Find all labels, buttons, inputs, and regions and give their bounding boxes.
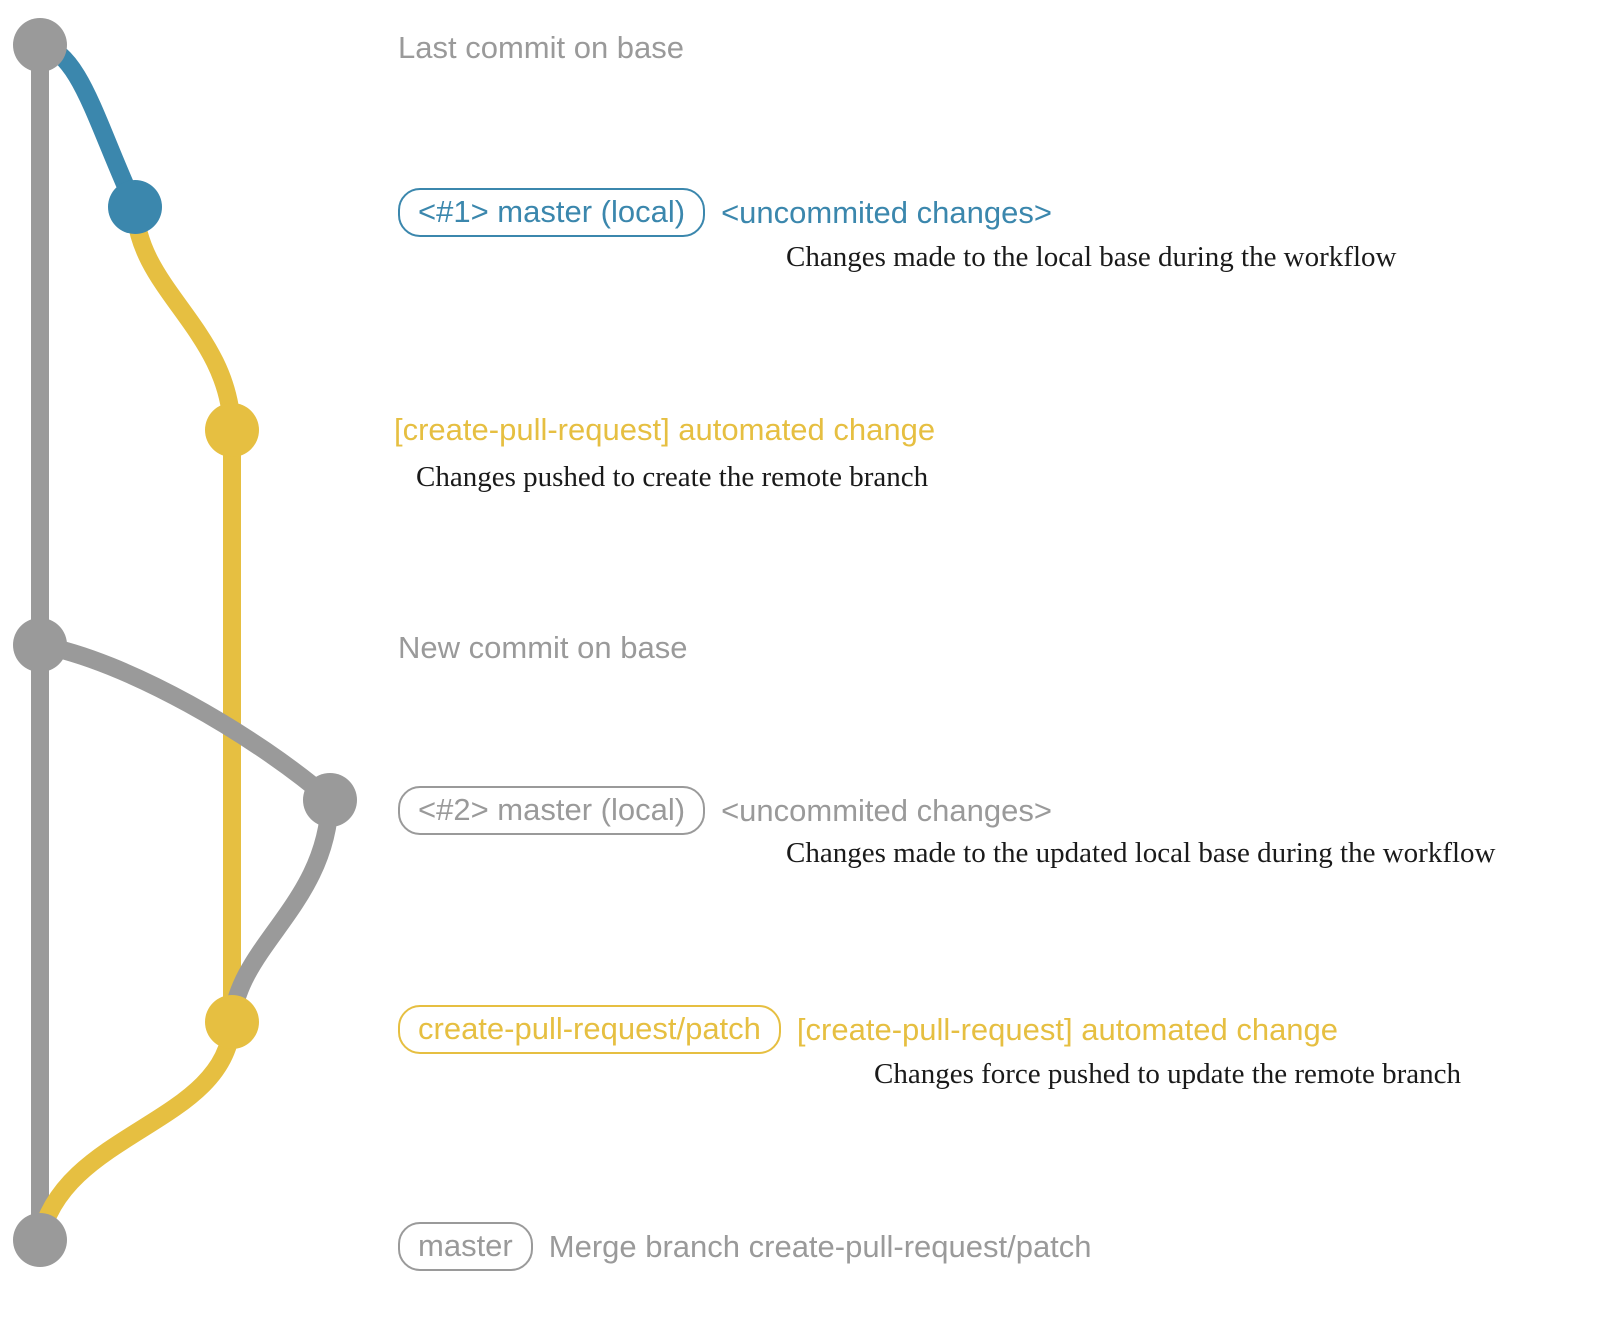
annotation-last-commit-on-base: Last commit on base xyxy=(398,32,684,63)
annotation-automated-change-1: [create-pull-request] automated change xyxy=(394,414,935,445)
headline-new-commit-on-base: New commit on base xyxy=(398,630,688,665)
annotation-master-merge: master Merge branch create-pull-request/… xyxy=(398,1222,1092,1271)
annotation-master-local-2: <#2> master (local) <uncommited changes> xyxy=(398,786,1052,835)
git-graph-svg xyxy=(13,18,357,1267)
note-automated-change-1: Changes pushed to create the remote bran… xyxy=(416,461,929,493)
commit-node-master-local-2[interactable] xyxy=(303,773,357,827)
headline-master-merge: Merge branch create-pull-request/patch xyxy=(548,1229,1092,1264)
headline-create-pull-request-patch: [create-pull-request] automated change xyxy=(796,1012,1339,1047)
edge-patch2-to-merge xyxy=(31,1013,241,1249)
headline-master-local-1: <uncommited changes> xyxy=(721,195,1052,230)
commit-node-new-commit-on-base[interactable] xyxy=(13,618,67,672)
commit-node-create-pull-request-patch[interactable] xyxy=(205,995,259,1049)
annotation-create-pull-request-patch: create-pull-request/patch [create-pull-r… xyxy=(398,1005,1338,1054)
commit-nodes xyxy=(13,18,357,1267)
annotation-new-commit-on-base: New commit on base xyxy=(398,632,687,663)
commit-node-master-merge[interactable] xyxy=(13,1213,67,1267)
badge-master-local-2[interactable]: <#2> master (local) xyxy=(398,786,706,835)
headline-master-local-2: <uncommited changes> xyxy=(721,793,1052,828)
badge-create-pull-request-patch[interactable]: create-pull-request/patch xyxy=(398,1005,781,1054)
headline-automated-change-1: [create-pull-request] automated change xyxy=(394,412,936,447)
badge-master-local-1[interactable]: <#1> master (local) xyxy=(398,188,706,237)
commit-node-automated-change-1[interactable] xyxy=(205,403,259,457)
note-master-local-2: Changes made to the updated local base d… xyxy=(786,837,1496,869)
edge-local2-to-patch2 xyxy=(223,791,339,1031)
badge-master-merge[interactable]: master xyxy=(398,1222,533,1271)
annotation-master-local-1: <#1> master (local) <uncommited changes> xyxy=(398,188,1052,237)
edge-base2-to-local2 xyxy=(31,636,339,809)
note-create-pull-request-patch: Changes force pushed to update the remot… xyxy=(874,1058,1462,1090)
headline-last-commit-on-base: Last commit on base xyxy=(398,30,685,65)
edge-local1-to-patch1 xyxy=(126,198,241,439)
note-master-local-1: Changes made to the local base during th… xyxy=(786,241,1397,273)
commit-node-master-local-1[interactable] xyxy=(108,180,162,234)
edge-base-to-local1 xyxy=(31,36,144,216)
commit-node-last-commit-on-base[interactable] xyxy=(13,18,67,72)
